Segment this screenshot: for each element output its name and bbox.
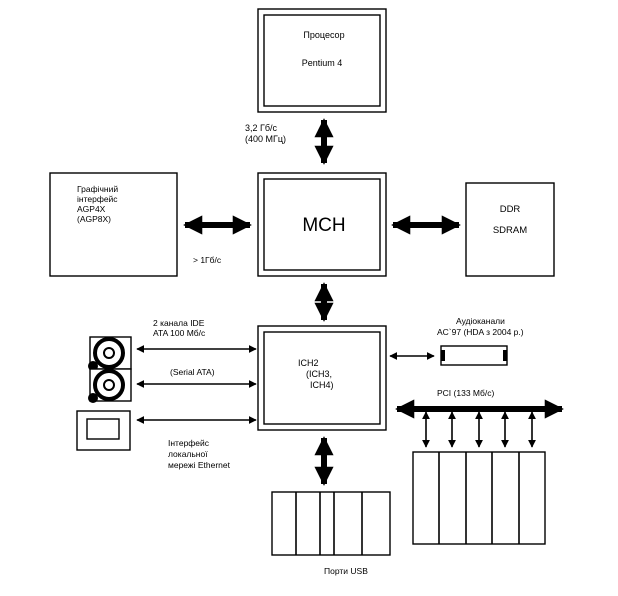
pci-bus-label: PCI (133 Мб/с) [437,388,494,398]
cpu-model: Pentium 4 [302,58,343,68]
fsb-frequency-label: (400 МГц) [245,134,286,144]
agp-bus-speed: > 1Гб/с [193,255,222,265]
memory-block: DDR SDRAM [465,182,555,277]
fsb-speed-label: 3,2 Гб/с [245,123,278,133]
ide-speed-label: ATA 100 Мб/с [153,328,206,338]
lan-label-1: Інтерфейс [168,438,210,448]
cpu-label: Процесор [303,30,344,40]
agp-label-2: інтерфейс [77,194,118,204]
agp-label-4: (AGP8X) [77,214,111,224]
audio-label-1: Аудіоканали [456,316,505,326]
agp-label-1: Графічний [77,184,118,194]
memory-type-label: DDR [500,204,521,215]
pci-slot-arrows [422,411,536,448]
sata-label: (Serial ATA) [170,367,215,377]
ide-channels-label: 2 канала IDE [153,318,205,328]
audio-label-2: AC`97 (HDA з 2004 р.) [437,327,524,337]
usb-ports [271,491,391,556]
hard-drive-top-icon [88,336,132,371]
network-card-icon [76,410,131,451]
audio-codec-icon [440,345,508,366]
pci-slots [412,451,546,545]
hard-drive-bottom-icon [88,368,132,403]
lan-label-3: мережі Ethernet [168,460,231,470]
mch-block: МСН [257,172,387,277]
usb-ports-label: Порти USB [324,566,368,576]
cpu-block: Процесор Pentium 4 [257,8,387,113]
ich-block: ICH2 (ICH3, ICH4) [257,325,387,431]
ich-label-1: ICH2 [298,358,319,368]
mch-label: МСН [302,215,345,236]
ich-label-3: ICH4) [310,380,334,390]
agp-block: Графічний інтерфейс AGP4X (AGP8X) [49,172,178,277]
lan-label-2: локальної [168,449,208,459]
memory-kind-label: SDRAM [493,225,527,236]
ich-label-2: (ICH3, [306,369,332,379]
agp-label-3: AGP4X [77,204,106,214]
